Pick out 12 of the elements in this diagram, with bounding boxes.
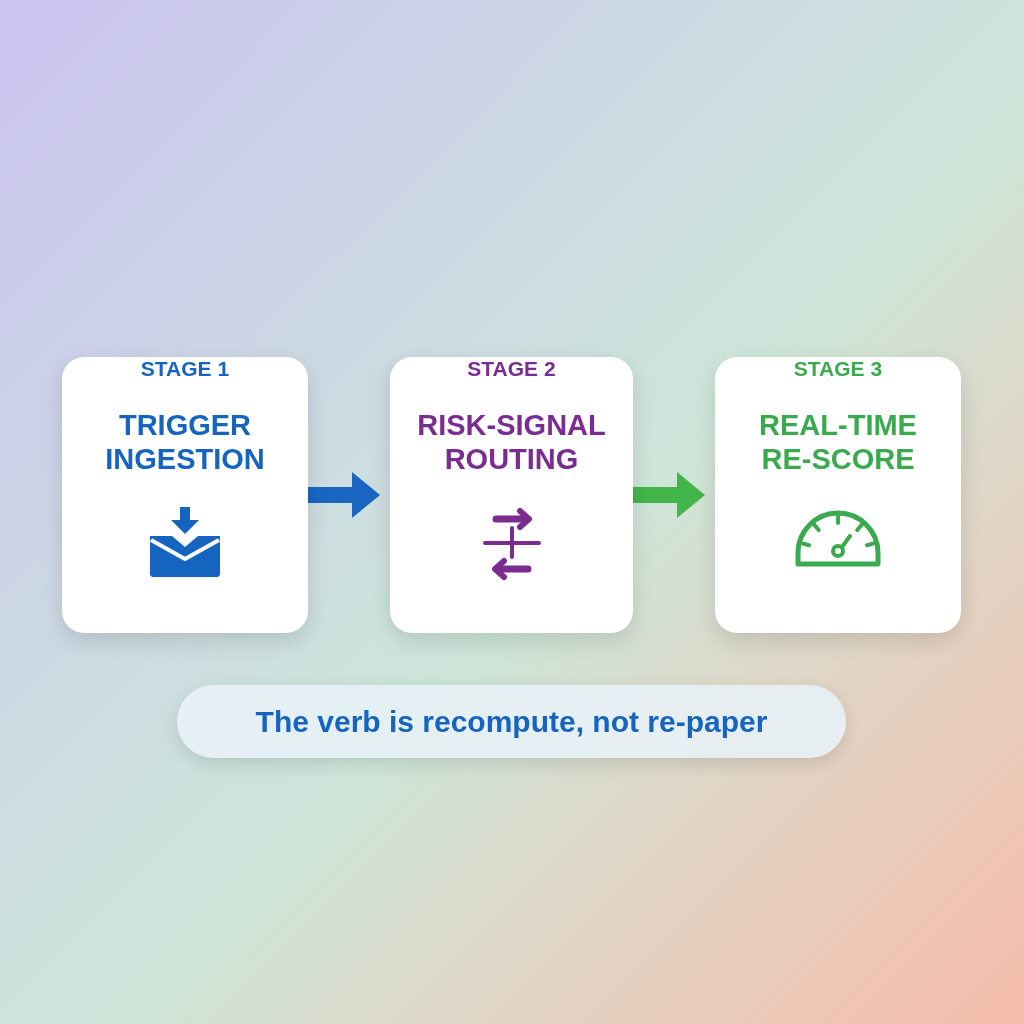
stage-card (62, 357, 308, 633)
stage-title: REAL-TIME RE-SCORE (758, 408, 918, 476)
stage-card (390, 357, 633, 633)
arrow (633, 472, 705, 518)
arrow (308, 472, 380, 518)
stage-label: STAGE 3 (793, 358, 883, 380)
stage-label: STAGE 2 (467, 358, 556, 380)
tagline-text: The verb is recompute, not re-paper (255, 703, 768, 740)
stage-title: TRIGGER INGESTION (104, 408, 266, 476)
stage-card (715, 357, 961, 633)
stage-label: STAGE 1 (140, 358, 230, 380)
stage-title: RISK-SIGNAL ROUTING (416, 408, 607, 476)
